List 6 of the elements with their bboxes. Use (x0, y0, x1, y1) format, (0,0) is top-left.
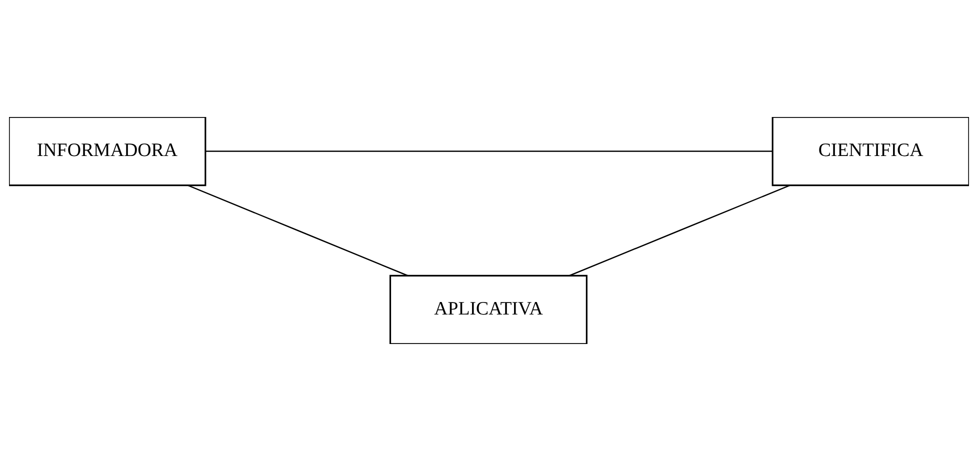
node-box: APLICATIVA (388, 274, 587, 344)
node-box: INFORMADORA (8, 117, 206, 186)
node-box: CIENTIFICA (771, 117, 968, 186)
connector (568, 184, 790, 276)
connector (205, 150, 772, 152)
connector (187, 184, 408, 276)
